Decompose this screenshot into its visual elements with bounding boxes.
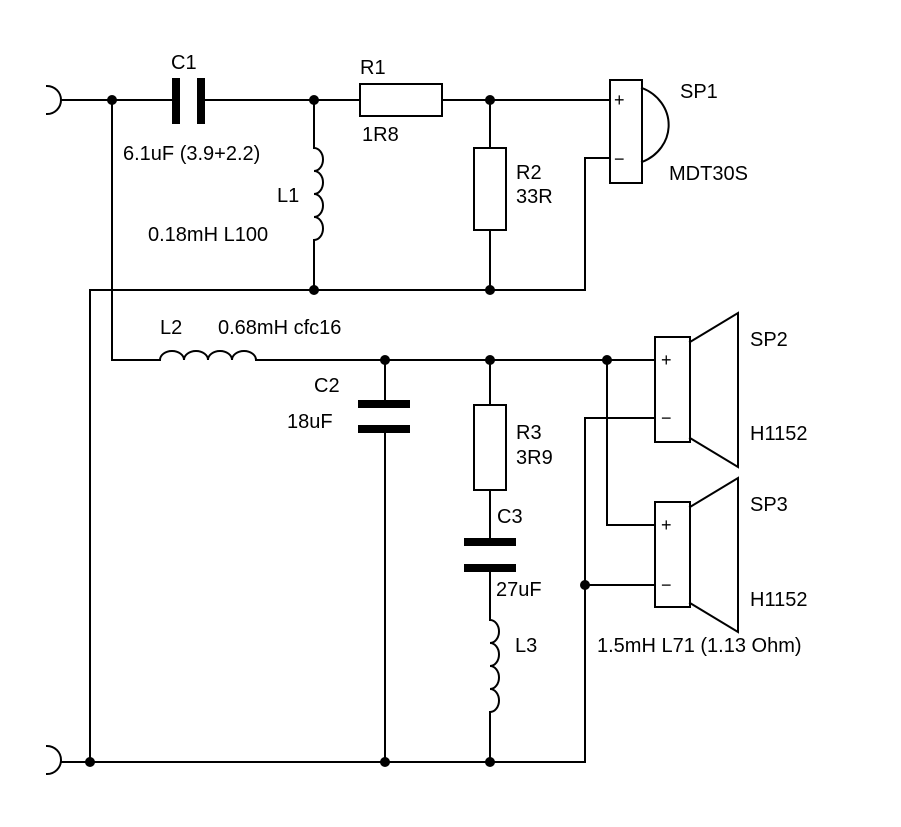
input-terminal-top: [45, 84, 62, 116]
r3-name: R3: [516, 422, 542, 444]
c1-name: C1: [171, 52, 197, 74]
sp3-plus-sign: +: [661, 515, 672, 535]
resistor-r2: [473, 147, 507, 231]
l1-name: L1: [277, 185, 299, 207]
r1-name: R1: [360, 57, 386, 79]
wires: [60, 99, 656, 763]
input-terminal-bottom: [45, 744, 62, 776]
c2-value: 18uF: [287, 411, 333, 433]
r1-value: 1R8: [362, 124, 399, 146]
c2-name: C2: [314, 375, 340, 397]
r3-value: 3R9: [516, 447, 553, 469]
speaker-sp3: [654, 476, 739, 634]
c3-value: 27uF: [496, 579, 542, 601]
inductor-l1: [312, 146, 324, 242]
sp3-model: H1152: [750, 589, 807, 611]
sp2-minus-sign: −: [661, 408, 672, 428]
l2-name: L2: [160, 317, 182, 339]
c3-name: C3: [497, 506, 523, 528]
l3-value: 1.5mH L71 (1.13 Ohm): [597, 635, 802, 657]
l1-value: 0.18mH L100: [148, 224, 268, 246]
c1-value: 6.1uF (3.9+2.2): [123, 143, 260, 165]
sp3-name: SP3: [750, 494, 788, 516]
speaker-sp2: [654, 311, 739, 469]
r2-value: 33R: [516, 186, 553, 208]
l2-value: 0.68mH cfc16: [218, 317, 341, 339]
sp3-minus-sign: −: [661, 575, 672, 595]
capacitor-c2: [358, 400, 410, 433]
inductor-l2: [158, 350, 258, 362]
sp2-model: H1152: [750, 423, 807, 445]
r2-name: R2: [516, 162, 542, 184]
sp2-plus-sign: +: [661, 350, 672, 370]
sp1-model: MDT30S: [669, 163, 748, 185]
speaker-sp1: [609, 79, 670, 184]
capacitor-c1: [172, 78, 205, 124]
l3-name: L3: [515, 635, 537, 657]
sp2-name: SP2: [750, 329, 788, 351]
sp1-minus-sign: −: [614, 149, 625, 169]
junction-dots: [85, 95, 612, 767]
capacitor-c3: [464, 538, 516, 572]
sp1-plus-sign: +: [614, 90, 625, 110]
inductor-l3: [488, 618, 500, 714]
resistor-r1: [359, 83, 443, 117]
sp1-name: SP1: [680, 81, 718, 103]
resistor-r3: [473, 404, 507, 491]
